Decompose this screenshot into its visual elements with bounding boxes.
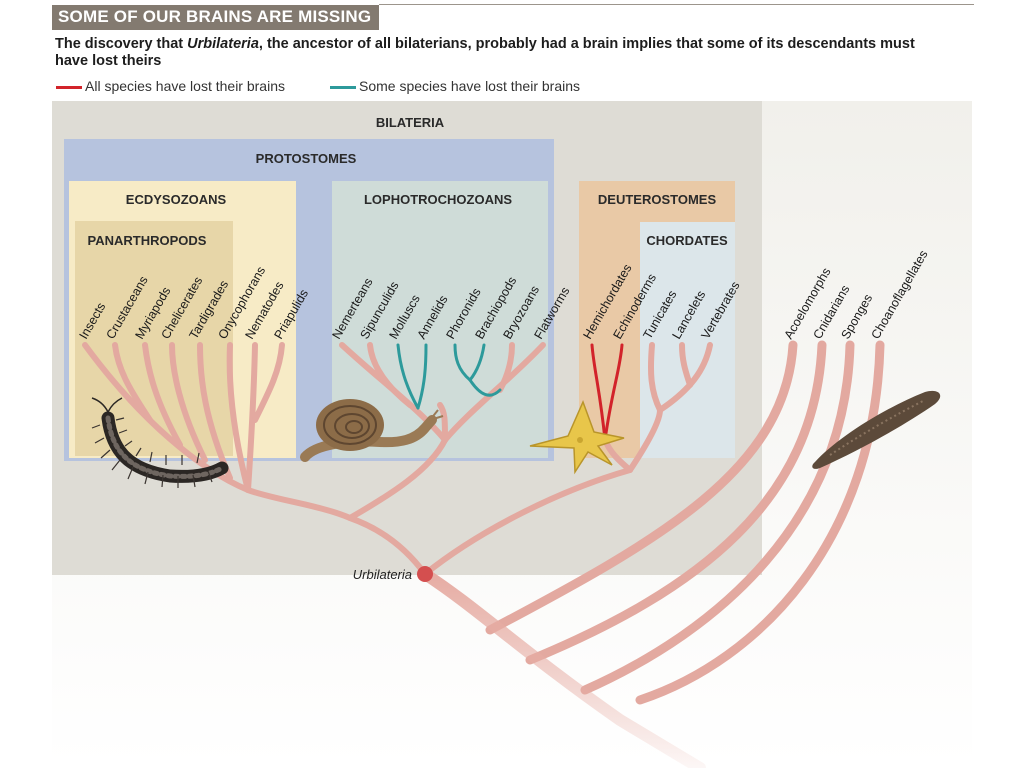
branch-vertebrates	[657, 342, 713, 413]
branch-bryozoans	[497, 342, 515, 393]
group-label-chordates: CHORDATES	[646, 233, 728, 248]
urbilateria-label: Urbilateria	[353, 567, 412, 582]
red-branches	[590, 343, 624, 442]
branch-myriapods	[142, 342, 183, 448]
legend-item-some-lost: Some species have lost their brains	[330, 78, 580, 94]
branch-hemichordates	[590, 343, 607, 442]
legend-swatch-red	[56, 85, 82, 89]
header-bar	[52, 5, 379, 30]
legend-swatch-teal	[330, 85, 356, 89]
branch-chelicerates	[169, 342, 208, 463]
figure-title: SOME OF OUR BRAINS ARE MISSING	[58, 7, 372, 26]
snail-illustration	[300, 399, 444, 462]
teal-branches	[396, 343, 502, 410]
subtitle-text-post: , the ancestor of all bilaterians, proba…	[55, 36, 915, 69]
branch-molluscs	[396, 343, 420, 410]
branch-brachiopods	[468, 343, 486, 382]
branch-lancelets	[679, 342, 693, 388]
sponge-illustration	[812, 390, 941, 469]
legend-item-all-lost: All species have lost their brains	[56, 78, 285, 94]
group-label-protostomes: PROTOSTOMES	[256, 151, 357, 166]
branch-acoelomorphs	[485, 340, 798, 635]
branch-chordate-stem	[627, 407, 663, 473]
branch-nematodes	[245, 342, 258, 493]
branch-deuterostome-stem	[422, 467, 633, 577]
branch-protostome-stem	[347, 515, 428, 577]
figure-subtitle: The discovery that Urbilateria, the ance…	[55, 36, 935, 70]
group-label-deuterostomes: DEUTEROSTOMES	[598, 192, 717, 207]
subtitle-text-pre: The discovery that	[55, 36, 188, 52]
centipede-illustration	[91, 397, 229, 488]
branch-phoronids	[453, 343, 472, 382]
starfish-illustration	[529, 399, 625, 475]
branch-cnidarians	[525, 340, 827, 665]
header-rule	[379, 4, 974, 5]
branch-sipunculids	[367, 342, 413, 408]
branch-crustaceans	[112, 342, 153, 423]
branch-ecdysozoa-stem	[245, 487, 353, 521]
branch-sponges	[580, 340, 855, 695]
urbilateria-node	[417, 566, 433, 582]
branch-annelid-stem	[437, 402, 448, 443]
branch-echinoderms	[603, 343, 624, 442]
subtitle-emphasis: Urbilateria	[187, 36, 259, 52]
branch-tardigrades	[197, 342, 233, 481]
branch-phoronid-stem	[468, 378, 502, 397]
legend-label-all-lost: All species have lost their brains	[85, 78, 285, 94]
branch-onycophorans	[226, 342, 251, 493]
group-label-bilateria: BILATERIA	[376, 115, 445, 130]
legend-label-some-lost: Some species have lost their brains	[359, 78, 580, 94]
group-label-lophotrochozoans: LOPHOTROCHOZOANS	[364, 192, 512, 207]
branch-lophotrochozoa-stem	[347, 437, 448, 521]
branch-insects	[82, 342, 251, 493]
branch-priapulids	[252, 342, 285, 423]
branch-tunicates	[647, 342, 663, 413]
group-label-ecdysozoans: ECDYSOZOANS	[126, 192, 227, 207]
group-label-panarthropods: PANARTHROPODS	[88, 233, 207, 248]
branch-annelids	[416, 343, 428, 410]
trunk-branch	[419, 568, 706, 768]
bilateria-branches	[82, 342, 713, 577]
